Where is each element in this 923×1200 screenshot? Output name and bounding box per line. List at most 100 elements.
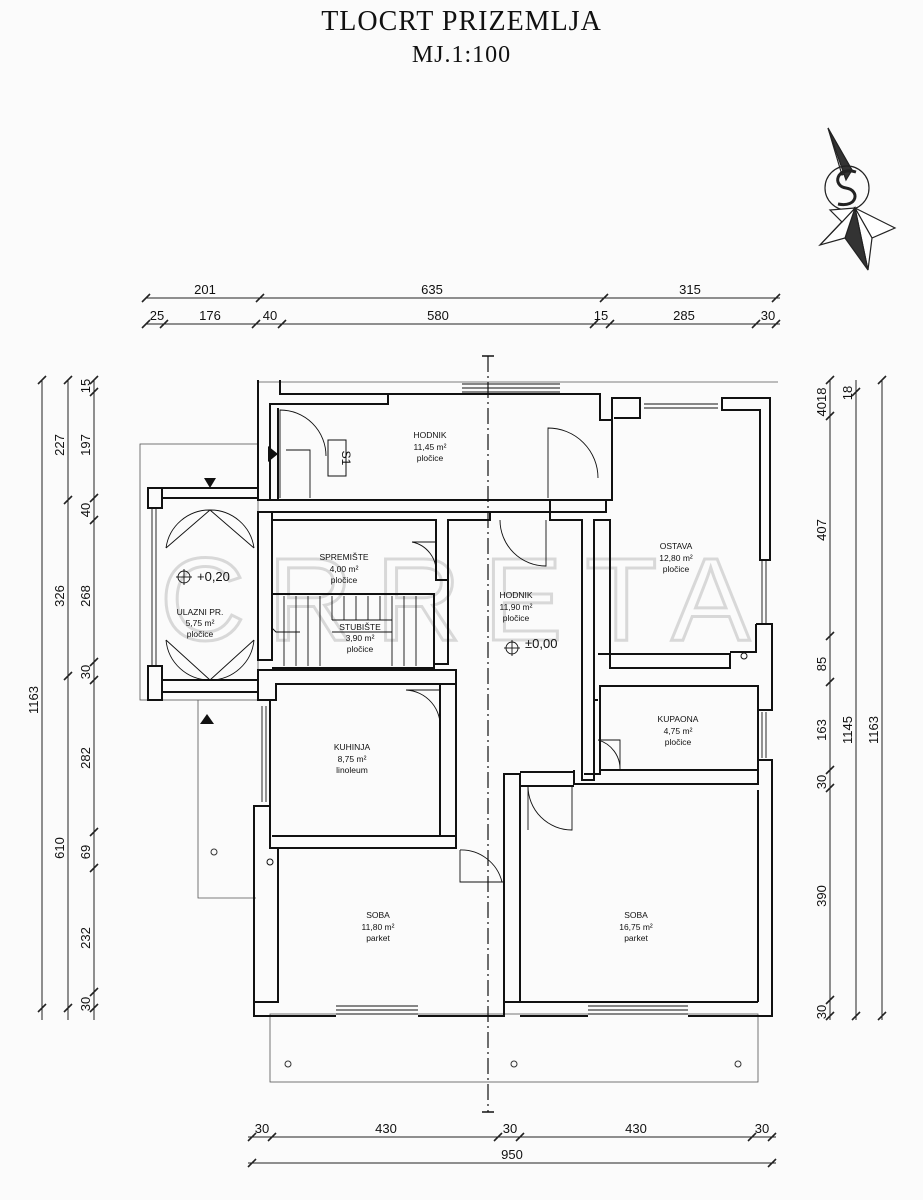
level-marker-icon [176,569,520,656]
svg-text:HODNIK: HODNIK [499,590,532,600]
door-arrow-icon [268,446,278,462]
dim-right: 18 [840,386,855,400]
dim-top: 30 [761,308,775,323]
plan-title: TLOCRT PRIZEMLJA [321,6,602,37]
dim-right: 1145 [840,716,855,744]
svg-text:5,75 m²: 5,75 m² [186,618,215,628]
dim-right: 30 [814,1005,829,1019]
svg-text:pločice: pločice [347,644,374,654]
svg-text:KUPAONA: KUPAONA [658,714,699,724]
drain-icon [266,858,274,866]
dim-left: 282 [78,747,93,769]
dim-top: 315 [679,282,701,297]
dim-left: 15 [78,379,93,393]
dim-left: 227 [52,434,67,456]
dim-top: 285 [673,308,695,323]
svg-text:8,75 m²: 8,75 m² [338,754,367,764]
room-soba-2: SOBA 16,75 m² parket [619,910,653,943]
dim-top: 25 [150,308,164,323]
dim-left: 1163 [26,686,41,714]
svg-text:pločice: pločice [331,575,358,585]
svg-text:pločice: pločice [417,453,444,463]
svg-text:4,75 m²: 4,75 m² [664,726,693,736]
room-hodnik-2: HODNIK 11,90 m² pločice [499,590,532,623]
dim-right: 163 [814,719,829,741]
svg-text:HODNIK: HODNIK [413,430,446,440]
dim-bottom: 30 [503,1121,517,1136]
entrance-arrow-icon [204,478,216,488]
dim-top: 580 [427,308,449,323]
dim-right: 4018 [814,388,829,417]
dim-bottom: 30 [755,1121,769,1136]
svg-text:ULAZNI PR.: ULAZNI PR. [177,607,224,617]
svg-text:pločice: pločice [663,564,690,574]
north-arrow-icon [818,127,897,271]
dim-right: 390 [814,885,829,907]
room-labels: HODNIK 11,45 m² pločice SPREMIŠTE 4,00 m… [177,430,699,943]
dim-left: 268 [78,585,93,607]
dim-left: 30 [78,665,93,679]
dim-right: 1163 [866,716,881,744]
svg-text:parket: parket [624,933,648,943]
dim-bottom-total: 950 [501,1147,523,1162]
dim-left: 610 [52,837,67,859]
drain-icon [740,652,748,660]
svg-text:pločice: pločice [503,613,530,623]
dim-bottom: 430 [625,1121,647,1136]
dim-left: 197 [78,434,93,456]
room-kuhinja: KUHINJA 8,75 m² linoleum [334,742,371,775]
svg-text:SPREMIŠTE: SPREMIŠTE [319,552,368,562]
dimension-lines [37,293,887,1168]
room-kupaona: KUPAONA 4,75 m² pločice [658,714,699,747]
dim-bottom: 30 [255,1121,269,1136]
svg-text:parket: parket [366,933,390,943]
svg-text:STUBIŠTE: STUBIŠTE [339,622,381,632]
svg-text:SOBA: SOBA [624,910,648,920]
dim-bottom: 430 [375,1121,397,1136]
windows [151,383,767,1015]
svg-text:KUHINJA: KUHINJA [334,742,371,752]
room-stubiste: STUBIŠTE 3,90 m² pločice [339,622,381,654]
svg-text:11,80 m²: 11,80 m² [362,922,395,932]
level-entrance: +0,20 [197,569,230,584]
dim-top: 15 [594,308,608,323]
dim-top: 635 [421,282,443,297]
svg-text:pločice: pločice [187,629,214,639]
svg-text:11,90 m²: 11,90 m² [500,602,533,612]
dim-right: 407 [814,519,829,541]
door-tag: S1 [339,451,353,466]
svg-text:11,45 m²: 11,45 m² [414,442,447,452]
dim-left: 30 [78,997,93,1011]
dim-left: 326 [52,585,67,607]
dim-top: 176 [199,308,221,323]
room-ulazni-pr: ULAZNI PR. 5,75 m² pločice [177,607,224,639]
dim-top: 201 [194,282,216,297]
svg-text:3,90 m²: 3,90 m² [346,633,375,643]
room-ostava: OSTAVA 12,80 m² pločice [659,541,693,574]
entrance-arrow-icon [200,714,214,724]
dim-top: 40 [263,308,277,323]
walls [147,380,773,1017]
door-tag-box [327,439,347,477]
dim-left: 232 [78,927,93,949]
svg-text:pločice: pločice [665,737,692,747]
svg-text:4,00 m²: 4,00 m² [330,564,359,574]
svg-text:12,80 m²: 12,80 m² [659,553,693,563]
dim-left: 69 [78,845,93,859]
svg-text:linoleum: linoleum [336,765,368,775]
pillars [210,848,742,1068]
dim-left: 40 [78,503,93,517]
staircase [271,596,417,666]
plan-scale: MJ.1:100 [411,42,512,68]
level-main: ±0,00 [525,636,557,651]
room-soba-1: SOBA 11,80 m² parket [362,910,395,943]
svg-text:SOBA: SOBA [366,910,390,920]
svg-text:OSTAVA: OSTAVA [660,541,693,551]
svg-text:16,75 m²: 16,75 m² [619,922,653,932]
dimension-labels: 201 635 315 25 176 40 580 15 285 30 30 4… [26,282,881,1162]
dim-right: 85 [814,657,829,671]
room-spremiste: SPREMIŠTE 4,00 m² pločice [319,552,368,585]
room-hodnik-1: HODNIK 11,45 m² pločice [413,430,446,463]
dim-right: 30 [814,775,829,789]
